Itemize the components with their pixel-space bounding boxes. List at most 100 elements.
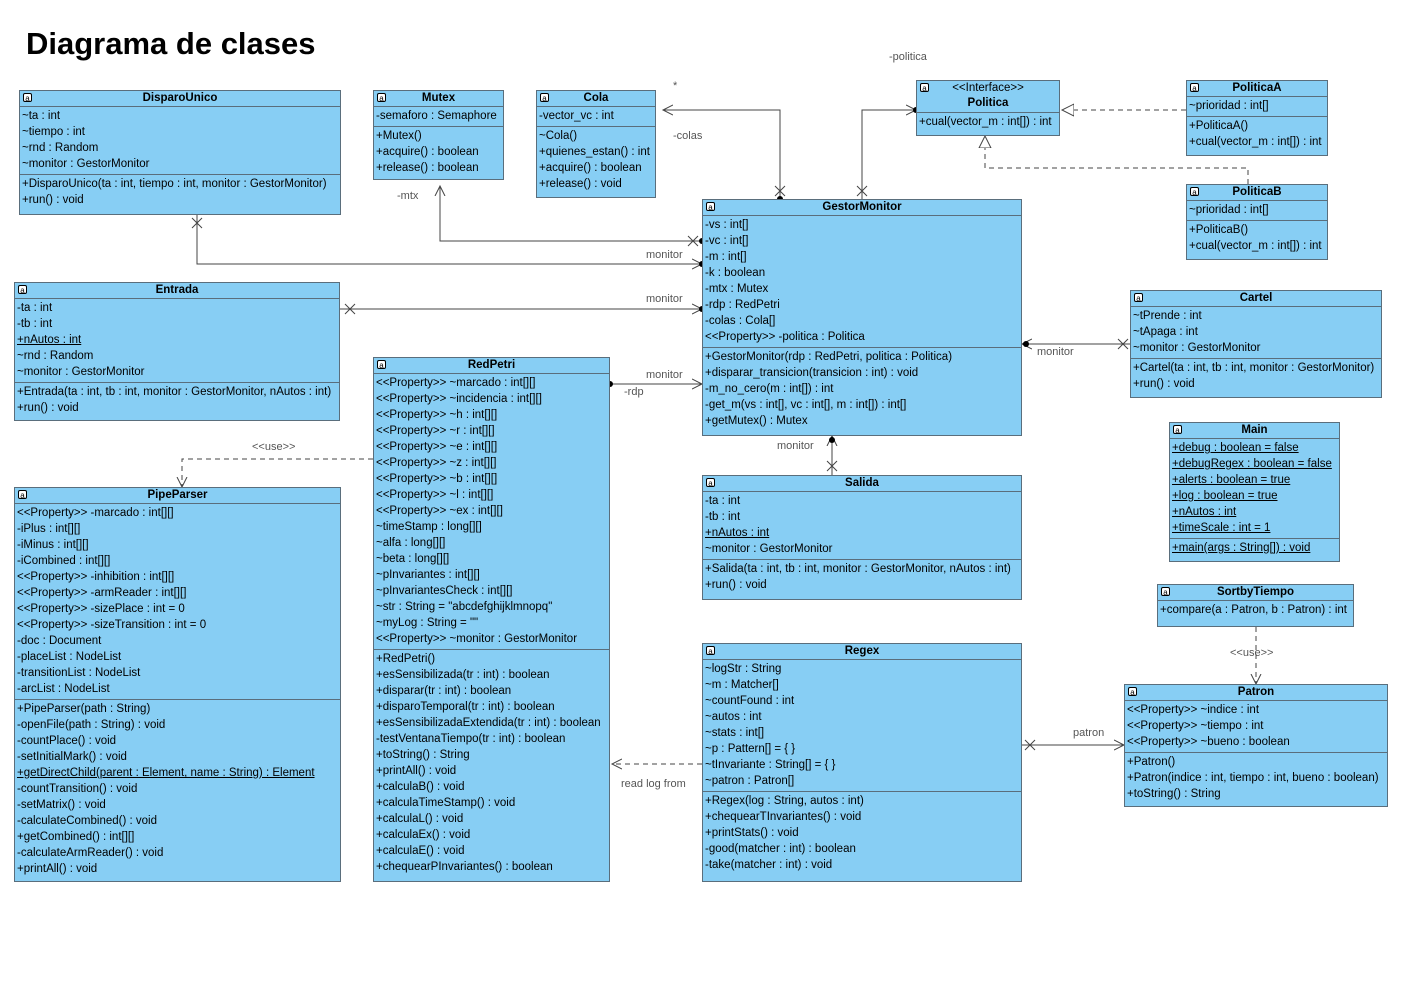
salida-name: Salida [845,477,879,489]
cartel-methods: +Cartel(ta : int, tb : int, monitor : Ge… [1131,359,1381,394]
class-icon: a [1161,587,1170,597]
class-icon: a [920,83,929,93]
gestormonitor-attributes: -vs : int[]-vc : int[]-m : int[]-k : boo… [703,216,1021,348]
attribute-row: -ta : int [17,302,53,314]
attribute-row: -iPlus : int[][] [17,523,81,535]
gestormonitor-name: GestorMonitor [822,201,902,213]
use-pipeparser [182,458,373,487]
method-row: +acquire() : boolean [539,162,642,174]
method-row: +printAll() : void [376,765,457,777]
attribute-row: -tb : int [705,511,741,523]
class-politica[interactable]: a<<Interface>>Politica+cual(vector_m : i… [916,80,1060,136]
method-row: +Patron() [1127,756,1176,768]
method-row: -take(matcher : int) : void [705,859,833,871]
method-row: +getMutex() : Mutex [705,415,808,427]
method-row: -calculateCombined() : void [17,815,157,827]
method-row: +PoliticaB() [1189,224,1249,236]
method-row: +Cartel(ta : int, tb : int, monitor : Ge… [1133,362,1375,374]
class-politicaa[interactable]: a PoliticaA ~prioridad : int[] +PoliticaA()… [1186,80,1328,156]
method-row: +calculaL() : void [376,813,464,825]
regex-attributes: ~logStr : String~m : Matcher[]~countFoun… [703,660,1021,792]
cola-attributes: -vector_vc : int [537,107,655,127]
class-icon: a [1190,83,1199,93]
redpetri-methods: +RedPetri()+esSensibilizada(tr : int) : … [374,650,609,877]
politicab-attributes: ~prioridad : int[] [1187,201,1327,221]
politicaa-name: PoliticaA [1232,82,1282,94]
method-row: +release() : void [539,178,622,190]
method-row: -get_m(vs : int[], vc : int[], m : int[]… [705,399,907,411]
label-monitor-disparo: monitor [646,249,683,261]
gestormonitor-methods: +GestorMonitor(rdp : RedPetri, politica … [703,348,1021,431]
attribute-row: -vc : int[] [705,235,749,247]
method-row: +getCombined() : int[][] [17,831,135,843]
attribute-row: <<Property>> -politica : Politica [705,331,865,343]
method-row: +DisparoUnico(ta : int, tiempo : int, mo… [22,178,327,190]
mutex-name: Mutex [421,92,456,104]
attribute-row: ~stats : int[] [705,727,765,739]
attribute-row: <<Property>> ~r : int[][] [376,425,495,437]
patron-attributes: <<Property>> ~indice : int<<Property>> ~… [1125,701,1387,753]
attribute-row: <<Property>> -sizeTransition : int = 0 [17,619,207,631]
attribute-row: ~tiempo : int [22,126,85,138]
disparounico-attributes: ~ta : int~tiempo : int~rnd : Random~moni… [20,107,340,175]
class-icon: a [377,360,386,370]
method-row: +Regex(log : String, autos : int) [705,795,864,807]
attribute-row: ~str : String = "abcdefghijklmnopq" [376,601,553,613]
method-row: +PipeParser(path : String) [17,703,151,715]
politicaa-methods: +PoliticaA()+cual(vector_m : int[]) : in… [1187,117,1327,152]
label-use-pipeparser: <<use>> [252,441,296,453]
assoc-gestor-cola [663,110,780,199]
attribute-row: <<Property>> -sizePlace : int = 0 [17,603,185,615]
method-row: +Entrada(ta : int, tb : int, monitor : G… [17,386,332,398]
attribute-row: +log : boolean = true [1172,490,1278,502]
attribute-row: -rdp : RedPetri [705,299,780,311]
method-row: -calculateArmReader() : void [17,847,164,859]
attribute-row: ~monitor : GestorMonitor [705,543,833,555]
method-row: +Mutex() [376,130,422,142]
entrada-name: Entrada [155,284,199,296]
method-row: +PoliticaA() [1189,120,1249,132]
method-row: +release() : boolean [376,162,479,174]
attribute-row: ~pInvariantes : int[][] [376,569,480,581]
attribute-row: ~prioridad : int[] [1189,100,1269,112]
attribute-row: +nAutos : int [17,334,82,346]
method-row: -openFile(path : String) : void [17,719,166,731]
attribute-row: -placeList : NodeList [17,651,122,663]
class-icon: a [1173,425,1182,435]
redpetri-name: RedPetri [467,359,516,371]
method-row: +Salida(ta : int, tb : int, monitor : Ge… [705,563,1011,575]
method-row: +main(args : String[]) : void [1172,542,1311,554]
method-row: -setMatrix() : void [17,799,106,811]
attribute-row: ~pInvariantesCheck : int[][] [376,585,513,597]
method-row: +quienes_estan() : int [539,146,650,158]
attribute-row: ~countFound : int [705,695,795,707]
attribute-row: <<Property>> ~bueno : boolean [1127,736,1290,748]
attribute-row: ~m : Matcher[] [705,679,779,691]
method-row: +disparar_transicion(transicion : int) :… [705,367,919,379]
cartel-name: Cartel [1239,292,1273,304]
attribute-row: <<Property>> ~tiempo : int [1127,720,1264,732]
label-monitor-salida: monitor [777,440,814,452]
attribute-row: ~timeStamp : long[][] [376,521,482,533]
method-row: +run() : void [22,194,84,206]
method-row: +run() : void [705,579,767,591]
attribute-row: <<Property>> -marcado : int[][] [17,507,174,519]
